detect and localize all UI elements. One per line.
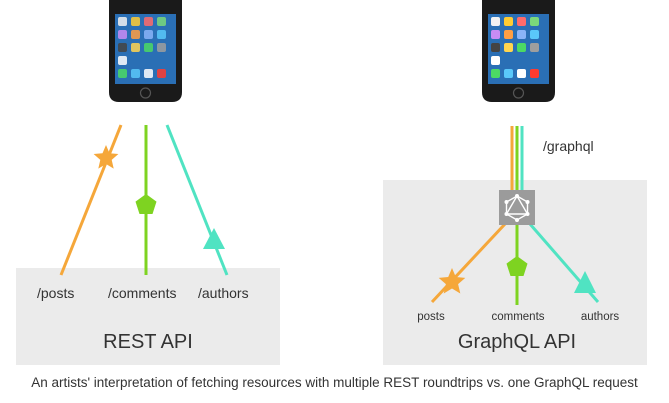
rest-api-panel bbox=[16, 268, 280, 365]
phone-icon bbox=[482, 0, 555, 102]
endpoint-authors-label: /authors bbox=[198, 285, 249, 301]
figure-caption: An artists' interpretation of fetching r… bbox=[31, 375, 638, 390]
resource-comments-label: comments bbox=[491, 311, 544, 323]
endpoint-comments-label: /comments bbox=[108, 285, 176, 301]
graphql-api-title: GraphQL API bbox=[458, 331, 576, 353]
star-icon bbox=[93, 145, 119, 169]
endpoint-posts-label: /posts bbox=[37, 285, 74, 301]
phone-icon bbox=[109, 0, 182, 102]
star-icon bbox=[438, 268, 466, 294]
pentagon-icon bbox=[135, 194, 157, 214]
resource-posts-label: posts bbox=[417, 311, 445, 323]
triangle-icon bbox=[203, 228, 225, 249]
posts-request-line bbox=[59, 124, 123, 276]
triangle-icon bbox=[574, 271, 596, 293]
graphql-logo-icon bbox=[499, 190, 535, 225]
resource-authors-label: authors bbox=[581, 311, 620, 323]
posts-resolve-line bbox=[430, 222, 507, 304]
pentagon-icon bbox=[506, 256, 528, 276]
authors-request-line bbox=[165, 124, 229, 276]
graphql-endpoint-label: /graphql bbox=[543, 138, 594, 154]
rest-api-title: REST API bbox=[103, 331, 193, 353]
